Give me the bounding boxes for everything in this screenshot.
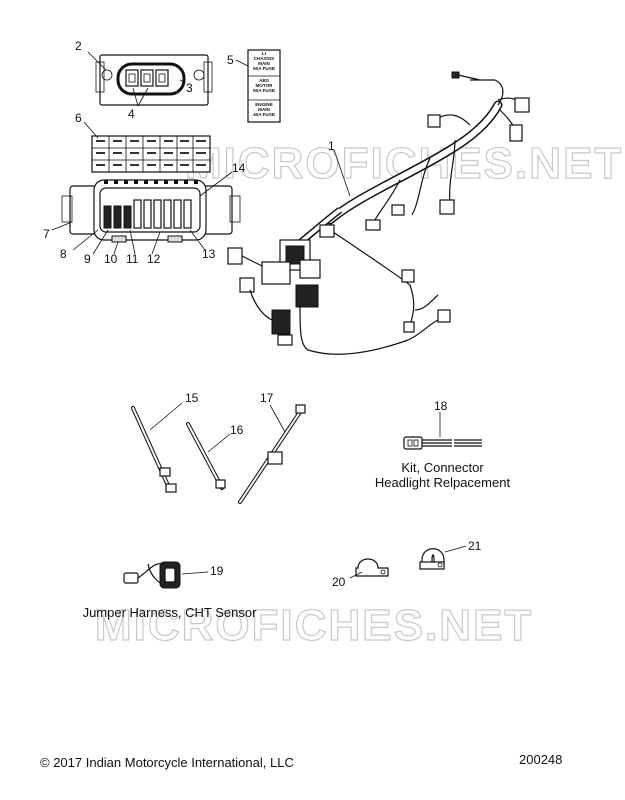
jumper-harness-caption: Jumper Harness, CHT Sensor [82,605,257,620]
callout-16: 16 [230,423,244,437]
connector-kit [403,436,482,450]
fuse-label-line: 40A FUSE [253,112,275,117]
kit-caption-line2: Headlight Relpacement [374,475,511,490]
callout-15: 15 [185,391,199,405]
main-wiring-harness [227,71,530,355]
fuse-box [61,179,241,243]
kit-caption-line1: Kit, Connector [401,460,484,475]
fuse-label-line: MAIN [258,107,270,112]
fuse-label-line: 50A FUSE [253,88,275,93]
callout-11: 11 [126,252,139,266]
callout-10: 10 [104,252,118,266]
callout-9: 9 [84,252,91,266]
fuse-label-line: ABS [259,78,269,83]
callout-5: 5 [227,53,234,67]
relay-holder [95,54,213,106]
callout-8: 8 [60,247,67,261]
callout-12: 12 [147,252,161,266]
fuse-box-label [91,135,211,173]
fuse-label-line: CHASSIS [254,56,274,61]
callout-6: 6 [75,111,82,125]
fuse-label-line: LI [262,51,266,56]
callout-19: 19 [210,564,224,578]
watermark-bottom: MICROFICHES.NET [95,601,533,650]
fuse-label-line: MAIN [258,61,270,66]
fuse-label-line: ENGINE [255,102,273,107]
jumper-harness [123,561,181,589]
cable-tie-15 [131,406,177,493]
clamp-20 [355,558,389,577]
callout-1: 1 [328,139,335,153]
fuse-label-line: MOTOR [255,83,273,88]
callout-18: 18 [434,399,448,413]
callout-21: 21 [468,539,482,553]
footer-copyright: © 2017 Indian Motorcycle International, … [40,755,294,770]
footer-diagram-number: 200248 [519,752,563,767]
cable-tie-17 [238,404,306,504]
callout-14: 14 [232,161,246,175]
callout-20: 20 [332,575,346,589]
callout-17: 17 [260,391,274,405]
callout-13: 13 [202,247,216,261]
callout-3: 3 [186,81,193,95]
kit-connector-caption: Kit, Connector Headlight Relpacement [355,460,530,490]
callout-2: 2 [75,39,82,53]
callout-7: 7 [43,227,50,241]
fuse-label: LI CHASSIS MAIN 50A FUSE ABS MOTOR 50A F… [247,49,281,123]
fuse-label-line: 50A FUSE [253,66,275,71]
clamp-21 [419,548,445,570]
callout-4: 4 [128,107,135,121]
cable-tie-16 [186,422,226,490]
